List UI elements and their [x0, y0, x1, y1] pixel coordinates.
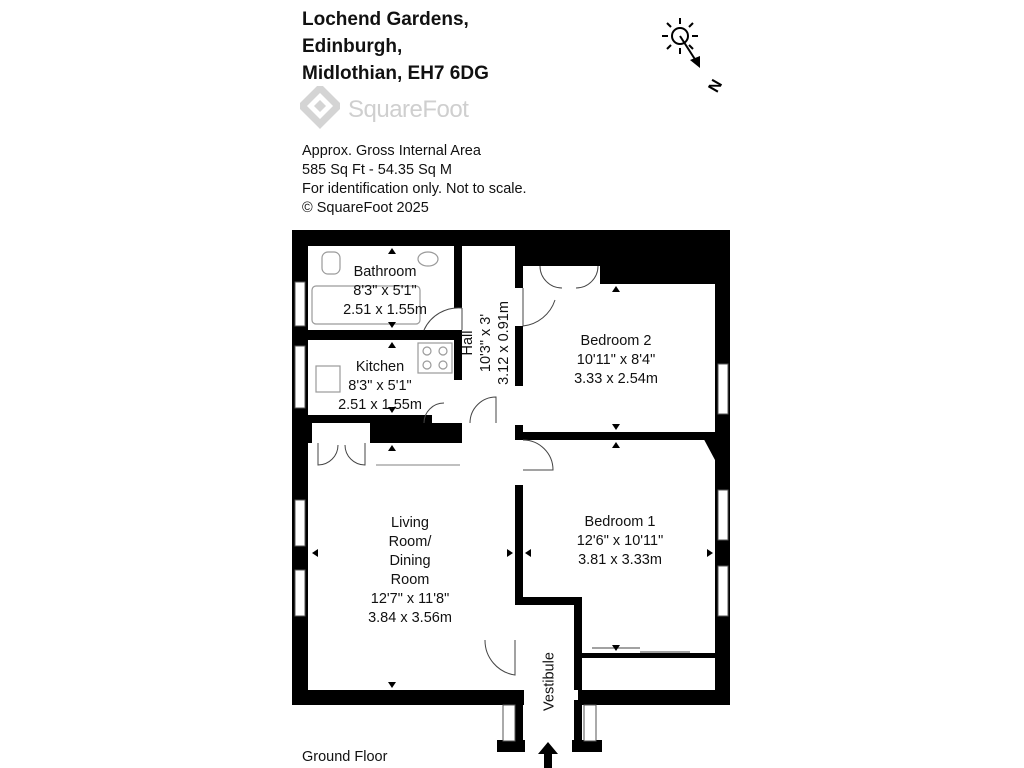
room-name: Bedroom 1	[584, 514, 656, 530]
info-line: Approx. Gross Internal Area	[302, 143, 481, 159]
room-metric: 3.81 x 3.33m	[578, 552, 662, 568]
room-name: Hall	[460, 330, 476, 356]
room-metric: 3.33 x 2.54m	[574, 371, 658, 387]
room-name: Vestibule	[541, 652, 558, 711]
room-name-line: Living	[391, 515, 429, 531]
room-vestibule: Vestibule	[541, 642, 560, 722]
entrance-arrow-icon	[538, 742, 558, 768]
logo-text: SquareFoot	[348, 96, 469, 123]
room-imperial: 12'7" x 11'8"	[370, 591, 450, 607]
room-bedroom-1: Bedroom 1 12'6" x 10'11" 3.81 x 3.33m	[560, 513, 680, 570]
info-line: For identification only. Not to scale.	[302, 181, 527, 197]
room-name-line: Dining	[389, 553, 431, 569]
info-line: 585 Sq Ft - 54.35 Sq M	[302, 162, 452, 178]
room-name-line: Room/	[388, 534, 432, 550]
room-metric: 3.12 x 0.91m	[496, 301, 512, 385]
floor-label: Ground Floor	[302, 749, 388, 765]
room-bedroom-2: Bedroom 2 10'11" x 8'4" 3.33 x 2.54m	[561, 332, 671, 389]
room-name: Kitchen	[355, 359, 405, 375]
room-imperial: 12'6" x 10'11"	[576, 533, 664, 549]
room-bathroom: Bathroom 8'3" x 5'1" 2.51 x 1.55m	[330, 263, 440, 320]
room-imperial: 8'3" x 5'1"	[348, 378, 412, 394]
dimension-markers	[312, 248, 713, 688]
squarefoot-logo-icon	[297, 83, 343, 129]
windows	[294, 281, 729, 742]
room-name: Bedroom 2	[580, 333, 652, 349]
compass-icon: N	[662, 18, 726, 95]
room-kitchen: Kitchen 8'3" x 5'1" 2.51 x 1.55m	[325, 358, 435, 415]
address-line: Edinburgh,	[302, 36, 403, 57]
address-line: Lochend Gardens,	[302, 9, 469, 30]
doors	[317, 265, 690, 676]
room-metric: 2.51 x 1.55m	[338, 397, 422, 413]
area-info: Approx. Gross Internal Area 585 Sq Ft - …	[302, 142, 527, 218]
room-metric: 2.51 x 1.55m	[343, 302, 427, 318]
info-line: © SquareFoot 2025	[302, 200, 429, 216]
room-hall: Hall 10'3" x 3' 3.12 x 0.91m	[459, 283, 513, 403]
room-name-line: Room	[390, 572, 430, 588]
room-imperial: 10'11" x 8'4"	[576, 352, 656, 368]
address-line: Midlothian, EH7 6DG	[302, 63, 489, 84]
fixtures	[311, 251, 460, 466]
squarefoot-logo: SquareFoot	[297, 83, 500, 132]
room-imperial: 10'3" x 3'	[478, 313, 494, 373]
room-living-dining: Living Room/ Dining Room 12'7" x 11'8" 3…	[355, 514, 465, 628]
room-metric: 3.84 x 3.56m	[368, 610, 452, 626]
room-imperial: 8'3" x 5'1"	[353, 283, 417, 299]
room-name: Bathroom	[353, 264, 417, 280]
property-address: Lochend Gardens, Edinburgh, Midlothian, …	[302, 6, 489, 87]
